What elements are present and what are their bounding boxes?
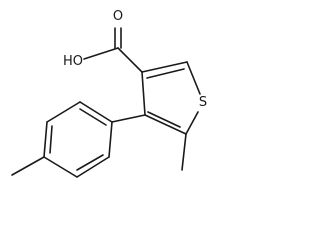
hydroxyl-label: HO bbox=[63, 54, 83, 69]
sulfur-label: S bbox=[199, 95, 207, 110]
phenyl-inner-bond-2 bbox=[49, 125, 53, 154]
phenyl-bond-2 bbox=[46, 101, 81, 123]
ring-inner-double-bond-1 bbox=[146, 68, 185, 79]
carboxylic-acid-group bbox=[83, 27, 143, 73]
ring-bond-c5-c4 bbox=[144, 114, 187, 135]
chemical-structure-diagram: O HO S bbox=[11, 9, 207, 178]
acid-to-ring-bond bbox=[117, 47, 143, 73]
ring-bond-c2-s bbox=[186, 61, 201, 95]
hydroxyl-bond bbox=[83, 47, 119, 60]
phenyl-bond-4 bbox=[43, 156, 78, 178]
thiophene-to-phenyl-bond bbox=[111, 114, 146, 123]
phenyl-bond-5 bbox=[76, 156, 110, 178]
phenyl-inner-bond-3 bbox=[76, 154, 104, 171]
phenyl-inner-bond-1 bbox=[79, 108, 107, 126]
ring-bond-c4-c3 bbox=[141, 71, 146, 116]
ring-bond-s-c5 bbox=[185, 111, 199, 135]
thiophene-ring bbox=[141, 61, 201, 135]
ring-inner-double-bond-2 bbox=[147, 111, 181, 128]
thiophene-methyl-bond bbox=[181, 133, 187, 171]
phenyl-bond-3 bbox=[43, 121, 48, 158]
phenyl-bond-6 bbox=[108, 121, 113, 158]
para-methyl-bond bbox=[11, 156, 45, 176]
ring-bond-c3-c2 bbox=[141, 61, 188, 73]
phenyl-ring bbox=[43, 101, 113, 178]
carbonyl-oxygen-label: O bbox=[113, 9, 123, 24]
phenyl-bond-1 bbox=[79, 101, 113, 123]
